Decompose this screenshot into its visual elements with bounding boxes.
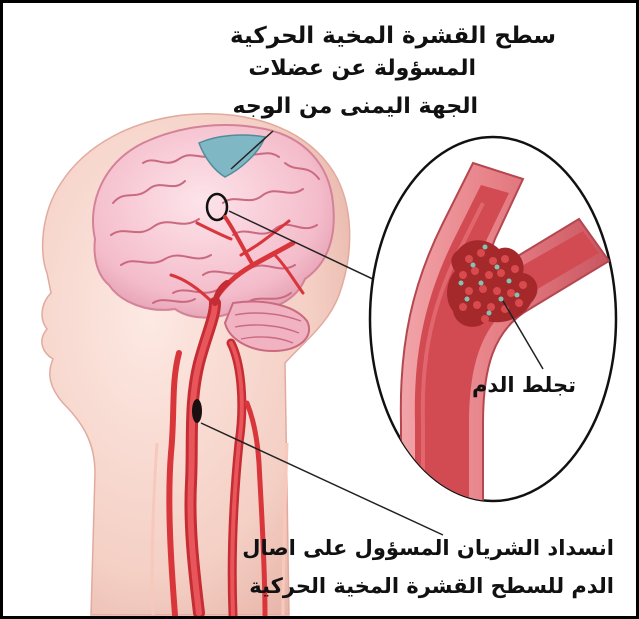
artery-blockage bbox=[192, 399, 202, 423]
clot-label: تجلط الدم bbox=[472, 375, 576, 396]
artery-label-line2: الدم للسطح القشرة المخية الحركية bbox=[249, 576, 614, 597]
cortex-label-line2: المسؤولة عن عضلات bbox=[248, 58, 476, 80]
cortex-label-line1: سطح القشرة المخية الحركية bbox=[230, 25, 556, 48]
artery-label-line1: انسداد الشريان المسؤول على اصال bbox=[242, 538, 614, 559]
cortex-label-line3: الجهة اليمنى من الوجه bbox=[233, 96, 478, 118]
